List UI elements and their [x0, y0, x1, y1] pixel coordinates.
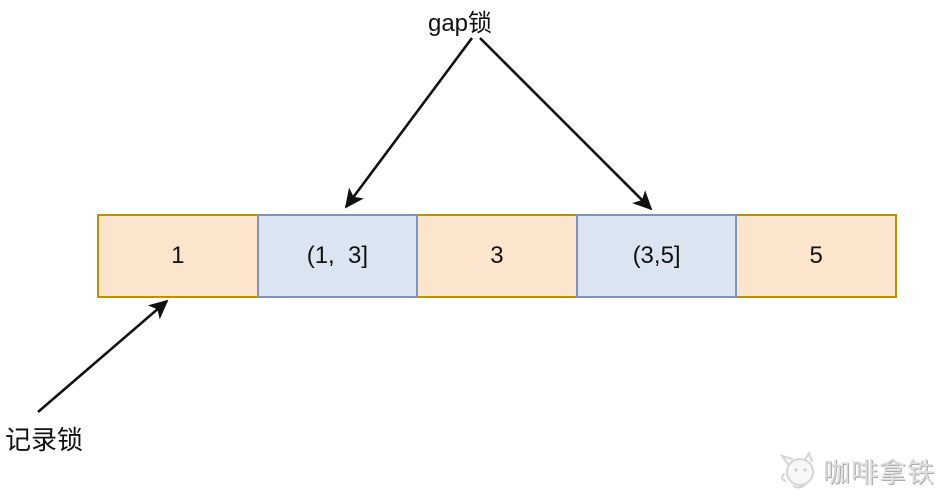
- gap-arrow-right: [479, 37, 653, 211]
- watermark-text: 咖啡拿铁: [823, 457, 935, 488]
- cell-record-3: 3: [416, 214, 578, 298]
- cell-value: 3: [490, 242, 504, 269]
- cell-record-5: 5: [735, 214, 897, 298]
- record-lock-label: 记录锁: [5, 425, 84, 455]
- cell-gap-3-5: (3,5]: [575, 214, 738, 298]
- gap-lock-label: gap锁: [427, 10, 493, 37]
- cell-gap-1-3: (1, 3]: [256, 214, 419, 298]
- gap-arrow-left: [344, 37, 474, 209]
- record-lock-arrow: [37, 299, 169, 413]
- cell-value: (3,5]: [632, 242, 681, 269]
- cell-value: 5: [809, 242, 823, 269]
- cell-value: (1, 3]: [306, 242, 369, 269]
- cell-record-1: 1: [97, 214, 259, 298]
- latte-logo-icon: [779, 450, 814, 489]
- cell-value: 1: [171, 242, 185, 269]
- index-interval-row: 1 (1, 3] 3 (3,5] 5: [97, 214, 897, 298]
- watermark: 咖啡拿铁: [778, 448, 935, 492]
